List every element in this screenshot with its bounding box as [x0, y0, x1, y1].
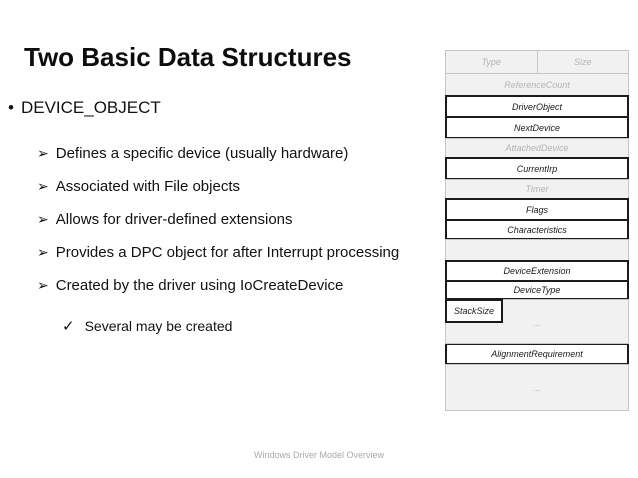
- arrow-bullet-icon: ➢: [37, 145, 49, 161]
- sub-bullet-allows: ➢ Allows for driver-defined extensions: [8, 210, 420, 229]
- bullet-device-object: • DEVICE_OBJECT: [8, 97, 420, 118]
- check-icon: ✓: [62, 318, 75, 335]
- check-bullet-several-label: Several may be created: [84, 318, 233, 334]
- struct-row-nextdevice: NextDevice: [445, 116, 629, 139]
- struct-row-timer: Timer: [445, 179, 629, 199]
- bullet-list: • DEVICE_OBJECT ➢ Defines a specific devic…: [8, 97, 420, 336]
- check-bullet-several: ✓ Several may be created: [8, 317, 420, 336]
- arrow-bullet-icon: ➢: [37, 277, 49, 293]
- struct-cell-stacksize: StackSize: [445, 299, 503, 323]
- sub-bullet-created: ➢ Created by the driver using IoCreateDev…: [8, 276, 420, 295]
- arrow-bullet-icon: ➢: [37, 178, 49, 194]
- struct-row-bottom-ellipsis: ...: [445, 364, 629, 411]
- device-object-struct-diagram: Type Size ReferenceCount DriverObject Ne…: [445, 50, 629, 411]
- slide-footer: Windows Driver Model Overview: [253, 450, 385, 460]
- struct-row-header: Type Size: [445, 50, 629, 74]
- struct-row-referencecount: ReferenceCount: [445, 73, 629, 96]
- page-title: Two Basic Data Structures: [24, 42, 352, 72]
- struct-row-stacksize: StackSize ...: [445, 299, 629, 344]
- struct-row-driverobject: DriverObject: [445, 95, 629, 118]
- arrow-bullet-icon: ➢: [37, 244, 49, 260]
- struct-row-attacheddevice: AttachedDevice: [445, 138, 629, 158]
- struct-row-deviceextension: DeviceExtension: [445, 260, 629, 282]
- bullet-device-object-label: DEVICE_OBJECT: [20, 98, 161, 117]
- sub-bullet-defines-label: Defines a specific device (usually hardw…: [55, 145, 349, 162]
- sub-bullet-created-label: Created by the driver using IoCreateDevi…: [55, 277, 344, 294]
- arrow-bullet-icon: ➢: [37, 211, 49, 227]
- sub-bullet-defines: ➢ Defines a specific device (usually hard…: [8, 144, 420, 163]
- struct-row-flags: Flags: [445, 198, 629, 221]
- struct-row-currentirp: CurrentIrp: [445, 157, 629, 180]
- struct-row-alignmentrequirement: AlignmentRequirement: [445, 343, 629, 365]
- struct-cell-size: Size: [573, 57, 592, 67]
- sub-bullet-allows-label: Allows for driver-defined extensions: [55, 211, 293, 228]
- struct-row-characteristics: Characteristics: [445, 219, 629, 240]
- sub-bullet-associated: ➢ Associated with File objects: [8, 177, 420, 196]
- struct-cell-type: Type: [446, 51, 538, 73]
- sub-bullet-provides-label: Provides a DPC object for after Interrup…: [55, 244, 400, 261]
- bullet-dot-icon: •: [8, 98, 14, 117]
- struct-row-empty: [445, 239, 629, 261]
- sub-bullet-provides: ➢ Provides a DPC object for after Interru…: [8, 243, 420, 262]
- struct-stack-ellipsis: ...: [533, 318, 541, 328]
- sub-bullet-associated-label: Associated with File objects: [55, 178, 240, 195]
- struct-row-devicetype: DeviceType: [445, 280, 629, 300]
